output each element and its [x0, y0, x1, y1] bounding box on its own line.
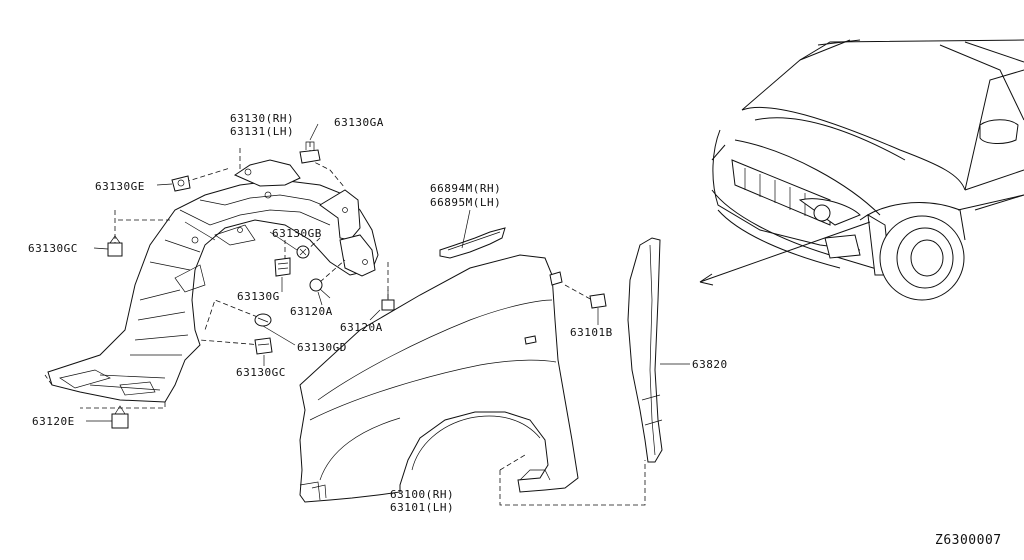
clip-63130ga-icon [299, 141, 321, 164]
label-63120e: 63120E [32, 415, 75, 428]
label-63130gc-bottom: 63130GC [236, 366, 286, 379]
label-63130-rh: 63130(RH) [230, 112, 294, 125]
label-66895m-lh: 66895M(LH) [430, 196, 501, 209]
fender-leader-lines [499, 284, 646, 506]
label-63820: 63820 [692, 358, 728, 371]
label-66894m-rh: 66894M(RH) [430, 182, 501, 195]
label-63131-lh: 63131(LH) [230, 125, 294, 138]
clip-63130gd-icon [254, 313, 272, 327]
clip-63130gc-bottom-icon [254, 337, 273, 355]
fasteners [107, 141, 607, 429]
label-63130ge: 63130GE [95, 180, 145, 193]
clip-63130g-icon [274, 257, 291, 277]
label-63130gc-left: 63130GC [28, 242, 78, 255]
vehicle-illustration [699, 39, 1024, 301]
screw-63130gb-icon [296, 245, 310, 259]
label-63100-rh: 63100(RH) [390, 488, 454, 501]
label-63130gd: 63130GD [297, 341, 347, 354]
front-fender-panel [299, 254, 579, 503]
diagram-code: Z6300007 [935, 533, 1002, 548]
fender-bracket-66894m [439, 227, 506, 259]
screw-63120a-2-icon [381, 290, 395, 311]
label-63120a-1: 63120A [290, 305, 333, 318]
label-63101-lh: 63101(LH) [390, 501, 454, 514]
label-63130g: 63130G [237, 290, 280, 303]
clip-63130ge-icon [171, 175, 191, 192]
clip-63120e-icon [111, 405, 129, 429]
bolt-63101b-icon [589, 293, 607, 320]
label-leader-lines [86, 123, 690, 422]
part-labels: 63130(RH) 63131(LH) 63130GA 63130GE 6313… [28, 112, 1002, 548]
fender-seal-63820 [627, 237, 663, 463]
label-63130ga: 63130GA [334, 116, 384, 129]
label-63120a-2: 63120A [340, 321, 383, 334]
clip-63130gc-left-icon [107, 235, 123, 257]
label-63101b: 63101B [570, 326, 613, 339]
screw-63120a-1-icon [309, 278, 331, 299]
fender-protector-liner [47, 159, 379, 403]
label-63130gb: 63130GB [272, 227, 322, 240]
